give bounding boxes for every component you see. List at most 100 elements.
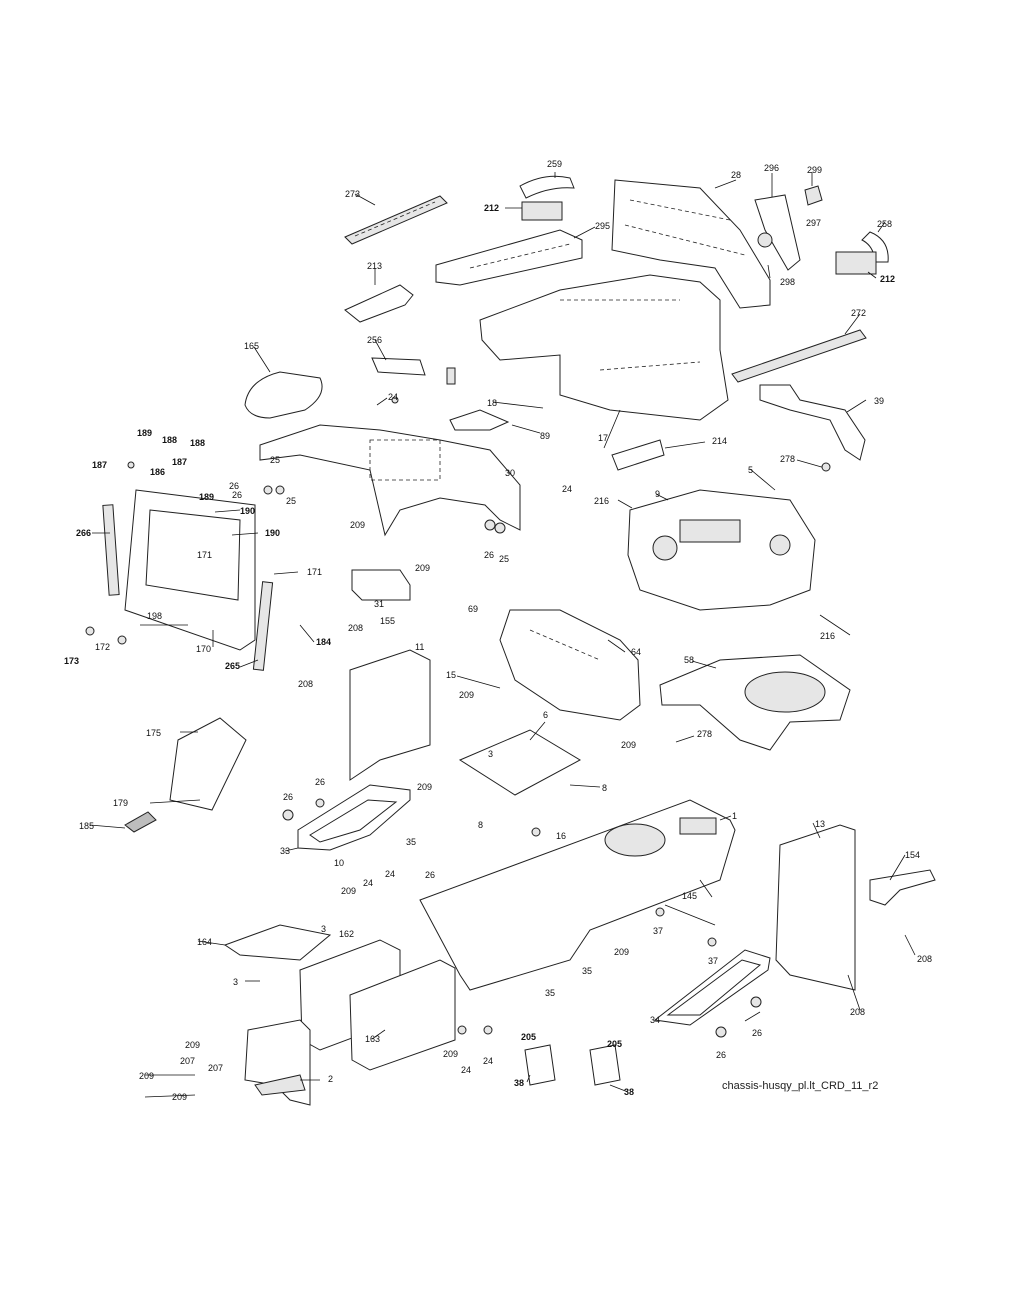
- callout-25-b: 25: [286, 496, 296, 506]
- callout-212-right: 212: [880, 274, 895, 284]
- callout-213: 213: [367, 261, 382, 271]
- callout-265: 265: [225, 661, 240, 671]
- part-28-hood: [611, 179, 771, 309]
- callout-26-e: 26: [283, 792, 293, 802]
- callout-187-b: 187: [172, 457, 187, 467]
- callout-209-b: 209: [415, 563, 430, 573]
- callout-24-f: 24: [483, 1056, 493, 1066]
- callout-37-a: 37: [653, 926, 663, 936]
- callout-26-f: 26: [425, 870, 435, 880]
- hardware: [85, 396, 831, 1038]
- part-259-light-cover: [519, 175, 575, 199]
- part-30-fender: [259, 424, 521, 537]
- part-266-side-bar: [102, 504, 120, 596]
- callout-209-k: 209: [443, 1049, 458, 1059]
- callout-189-a: 189: [137, 428, 152, 438]
- callout-11: 11: [415, 642, 424, 652]
- part-145-rod: [664, 904, 716, 926]
- callout-187-a: 187: [92, 460, 107, 470]
- callout-171-a: 171: [197, 550, 212, 560]
- callout-272: 272: [851, 308, 866, 318]
- callout-164: 164: [197, 937, 212, 947]
- callout-188-a: 188: [162, 435, 177, 445]
- callout-186: 186: [150, 467, 165, 477]
- callout-26-c: 26: [484, 550, 494, 560]
- callout-185: 185: [79, 821, 94, 831]
- callout-18: 18: [487, 398, 497, 408]
- callout-216-a: 216: [594, 496, 609, 506]
- callout-179: 179: [113, 798, 128, 808]
- callout-209-g: 209: [614, 947, 629, 957]
- callout-205-a: 205: [521, 1032, 536, 1042]
- part-154-bracket: [869, 869, 936, 906]
- callout-26-b: 26: [232, 490, 242, 500]
- callout-190-b: 190: [265, 528, 280, 538]
- part-212-light: [521, 201, 563, 221]
- callout-175: 175: [146, 728, 161, 738]
- callout-26-g: 26: [752, 1028, 762, 1038]
- part-212-light-right: [835, 251, 877, 275]
- callouts: 273 259 212 28 296 299 297 258 212 295 2…: [64, 159, 932, 1102]
- callout-278-a: 278: [780, 454, 795, 464]
- diagram-caption: chassis-husqy_pl.lt_CRD_11_r2: [722, 1080, 879, 1092]
- part-89-shroud: [449, 409, 510, 431]
- part-38-bracket-left: [524, 1044, 556, 1086]
- callout-190-a: 190: [240, 506, 255, 516]
- callout-25-c: 25: [499, 554, 509, 564]
- callout-171-b: 171: [307, 567, 322, 577]
- callout-170: 170: [196, 644, 211, 654]
- callout-172: 172: [95, 642, 110, 652]
- callout-189-b: 189: [199, 492, 214, 502]
- callout-24-b: 24: [562, 484, 572, 494]
- callout-208-d: 208: [850, 1007, 865, 1017]
- part-265-side-bar: [252, 581, 274, 671]
- part-163-panel: [349, 959, 456, 1071]
- callout-214: 214: [712, 436, 727, 446]
- callout-38-b: 38: [624, 1087, 634, 1097]
- callout-8-b: 8: [478, 820, 483, 830]
- callout-188-b: 188: [190, 438, 205, 448]
- part-185-pedal: [124, 811, 157, 833]
- callout-162: 162: [339, 929, 354, 939]
- callout-207-b: 207: [208, 1063, 223, 1073]
- callout-165: 165: [244, 341, 259, 351]
- callout-3-b: 3: [321, 924, 326, 934]
- part-298-knob: [757, 232, 773, 248]
- callout-209-c: 209: [459, 690, 474, 700]
- callout-24-a: 24: [388, 392, 398, 402]
- callout-16: 16: [556, 831, 566, 841]
- callout-297: 297: [806, 218, 821, 228]
- part-175-pedal-cover: [169, 717, 247, 811]
- callout-28: 28: [731, 170, 741, 180]
- part-299-clip: [804, 185, 823, 206]
- callout-208-b: 208: [298, 679, 313, 689]
- callout-295: 295: [595, 221, 610, 231]
- callout-9: 9: [655, 489, 660, 499]
- callout-145: 145: [682, 891, 697, 901]
- callout-256: 256: [367, 335, 382, 345]
- callout-207-a: 207: [180, 1056, 195, 1066]
- callout-35-c: 35: [545, 988, 555, 998]
- callout-278-b: 278: [697, 729, 712, 739]
- part-drawings: [102, 175, 936, 1106]
- callout-208-a: 208: [348, 623, 363, 633]
- part-296-bracket: [754, 194, 801, 271]
- part-295-vent: [435, 229, 583, 286]
- part-272-grille: [731, 329, 867, 383]
- callout-209-a: 209: [350, 520, 365, 530]
- callout-298: 298: [780, 277, 795, 287]
- part-9-dash: [627, 489, 816, 611]
- callout-24-e: 24: [461, 1065, 471, 1075]
- callout-209-j: 209: [172, 1092, 187, 1102]
- part-17-hood-top: [479, 274, 729, 421]
- callout-216-b: 216: [820, 631, 835, 641]
- callout-208-c: 208: [917, 954, 932, 964]
- part-39-bracket: [759, 384, 866, 461]
- part-13-side-plate: [775, 824, 856, 991]
- callout-24-c: 24: [385, 869, 395, 879]
- callout-296: 296: [764, 163, 779, 173]
- callout-2: 2: [328, 1074, 333, 1084]
- part-164-plate: [223, 924, 332, 961]
- callout-6: 6: [543, 710, 548, 720]
